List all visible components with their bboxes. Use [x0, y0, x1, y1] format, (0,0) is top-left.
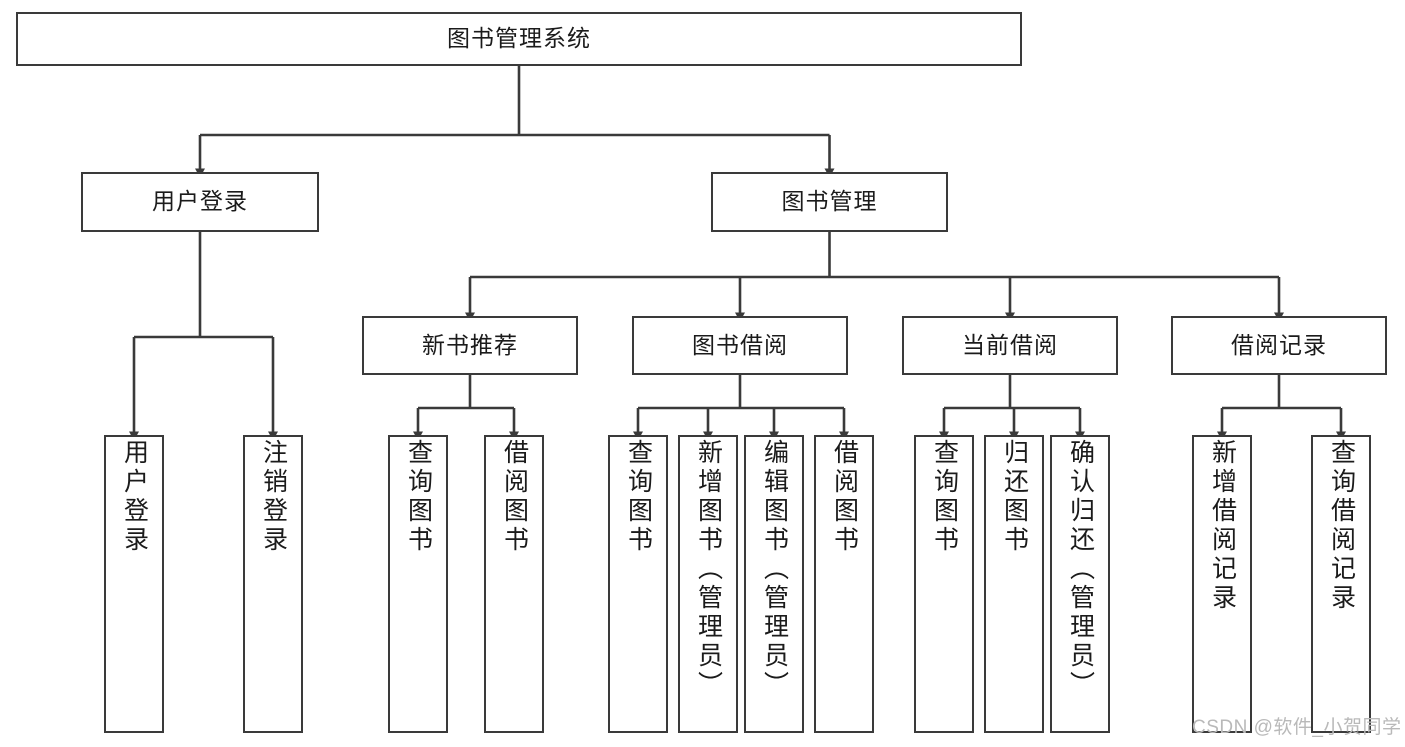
node-new-book-recommend-label: 新书推荐	[422, 331, 518, 358]
node-leaf-add-borrow-record[interactable]: 新增借阅记录	[1192, 435, 1252, 733]
node-leaf-borrow-book-2-label: 借阅图书	[830, 439, 859, 555]
node-leaf-confirm-return-label: 确认归还（管理员）	[1066, 439, 1095, 700]
node-borrow-record-label: 借阅记录	[1231, 331, 1327, 358]
node-leaf-query-book-3-label: 查询图书	[930, 439, 959, 555]
node-leaf-logout[interactable]: 注销登录	[243, 435, 303, 733]
node-root-label: 图书管理系统	[447, 25, 591, 52]
node-leaf-query-book-2[interactable]: 查询图书	[608, 435, 668, 733]
node-leaf-confirm-return[interactable]: 确认归还（管理员）	[1050, 435, 1110, 733]
node-leaf-return-book[interactable]: 归还图书	[984, 435, 1044, 733]
node-leaf-edit-book[interactable]: 编辑图书（管理员）	[744, 435, 804, 733]
node-borrow-record[interactable]: 借阅记录	[1171, 316, 1387, 375]
node-leaf-add-book-label: 新增图书（管理员）	[694, 439, 723, 700]
node-leaf-add-borrow-record-label: 新增借阅记录	[1208, 439, 1237, 613]
node-new-book-recommend[interactable]: 新书推荐	[362, 316, 578, 375]
node-current-borrow-label: 当前借阅	[962, 331, 1058, 358]
node-book-management[interactable]: 图书管理	[711, 172, 948, 232]
node-leaf-borrow-book-1-label: 借阅图书	[500, 439, 529, 555]
node-current-borrow[interactable]: 当前借阅	[902, 316, 1118, 375]
node-leaf-query-book-1-label: 查询图书	[404, 439, 433, 555]
node-leaf-query-book-1[interactable]: 查询图书	[388, 435, 448, 733]
node-user-login[interactable]: 用户登录	[81, 172, 319, 232]
node-leaf-user-login[interactable]: 用户登录	[104, 435, 164, 733]
csdn-watermark: CSDN @软件_小贺同学	[1192, 717, 1402, 738]
node-leaf-add-book[interactable]: 新增图书（管理员）	[678, 435, 738, 733]
node-leaf-query-borrow-record[interactable]: 查询借阅记录	[1311, 435, 1371, 733]
node-leaf-query-book-2-label: 查询图书	[624, 439, 653, 555]
node-book-management-label: 图书管理	[781, 188, 878, 215]
node-leaf-return-book-label: 归还图书	[1000, 439, 1029, 555]
node-leaf-logout-label: 注销登录	[259, 439, 288, 555]
node-user-login-label: 用户登录	[152, 188, 248, 215]
node-leaf-borrow-book-1[interactable]: 借阅图书	[484, 435, 544, 733]
node-leaf-query-borrow-record-label: 查询借阅记录	[1327, 439, 1356, 613]
node-book-borrow-label: 图书借阅	[692, 331, 788, 358]
node-leaf-user-login-label: 用户登录	[120, 439, 149, 555]
node-leaf-edit-book-label: 编辑图书（管理员）	[760, 439, 789, 700]
node-book-borrow[interactable]: 图书借阅	[632, 316, 848, 375]
node-root-system[interactable]: 图书管理系统	[16, 12, 1022, 66]
node-leaf-borrow-book-2[interactable]: 借阅图书	[814, 435, 874, 733]
node-leaf-query-book-3[interactable]: 查询图书	[914, 435, 974, 733]
